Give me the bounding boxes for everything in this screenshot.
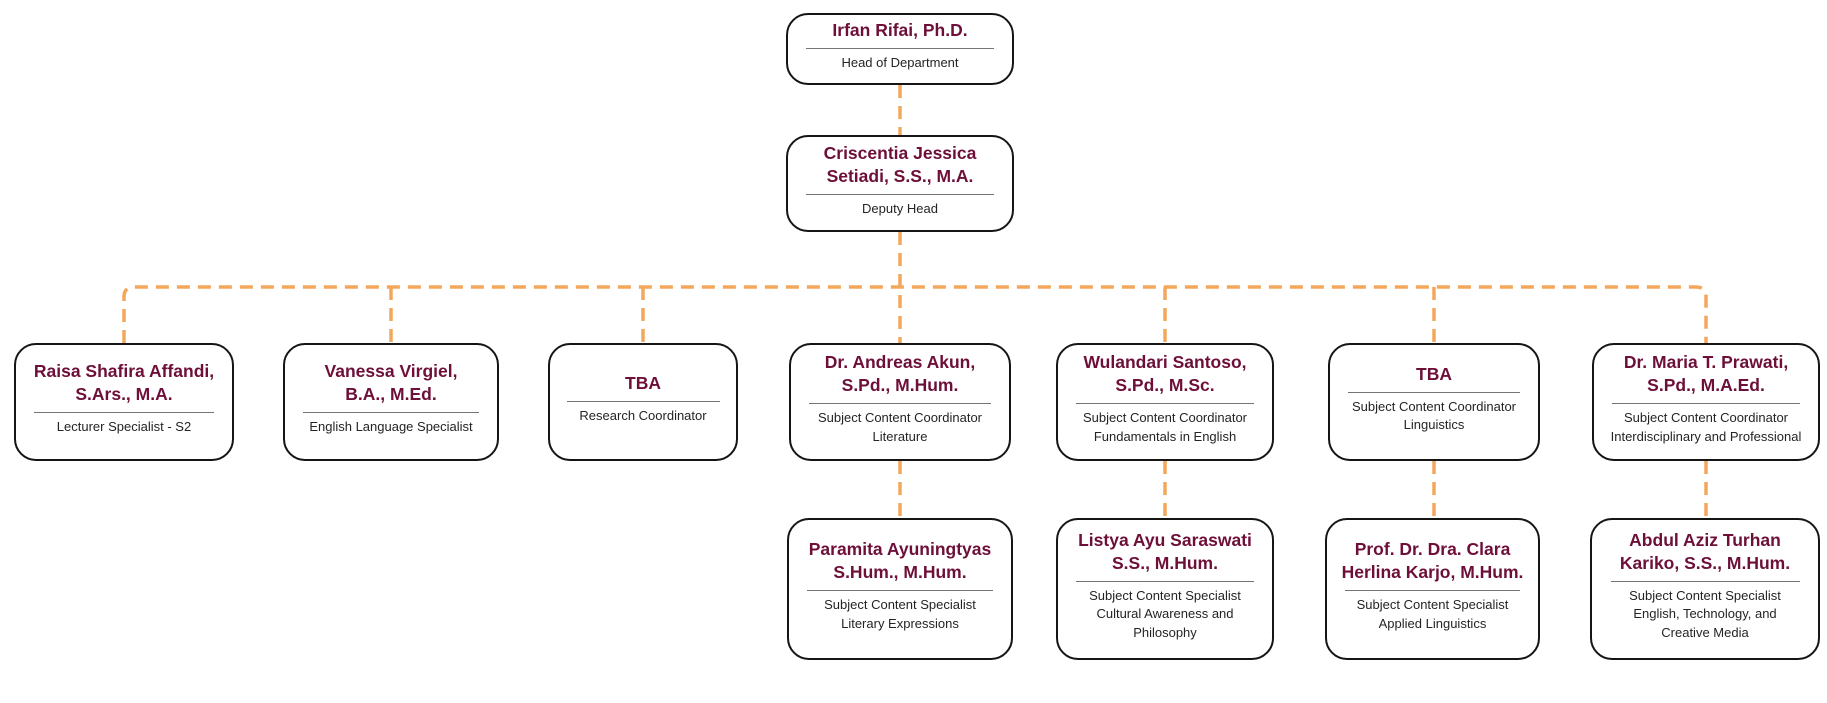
org-node-abdul-aziz-kariko: Abdul Aziz Turhan Kariko, S.S., M.Hum. S… (1590, 518, 1820, 660)
person-role: Subject Content Coordinator Interdiscipl… (1610, 410, 1802, 444)
org-node-maria-prawati: Dr. Maria T. Prawati, S.Pd., M.A.Ed. Sub… (1592, 343, 1820, 461)
divider (1610, 580, 1800, 582)
person-role: Research Coordinator (579, 407, 707, 423)
person-name: Raisa Shafira Affandi, S.Ars., M.A. (33, 361, 215, 405)
org-node-irfan-rifai: Irfan Rifai, Ph.D. Head of Department (786, 13, 1014, 85)
person-name: Prof. Dr. Dra. Clara Herlina Karjo, M.Hu… (1341, 538, 1524, 583)
divider (34, 412, 214, 414)
org-node-clara-herlina-karjo: Prof. Dr. Dra. Clara Herlina Karjo, M.Hu… (1325, 518, 1540, 660)
divider (1612, 403, 1800, 405)
person-name: Dr. Maria T. Prawati, S.Pd., M.A.Ed. (1623, 351, 1789, 396)
person-role: Subject Content Specialist English, Tech… (1629, 587, 1781, 640)
divider (1344, 590, 1521, 592)
person-role: English Language Specialist (309, 419, 473, 435)
person-name: Irfan Rifai, Ph.D. (832, 19, 968, 40)
org-node-wulandari-santoso: Wulandari Santoso, S.Pd., M.Sc. Subject … (1056, 343, 1274, 461)
person-name: TBA (625, 372, 661, 393)
org-node-tba-linguistics: TBA Subject Content Coordinator Linguist… (1328, 343, 1540, 461)
divider (566, 400, 720, 402)
person-role: Head of Department (841, 54, 959, 70)
person-name: Vanessa Virgiel, B.A., M.Ed. (324, 361, 458, 405)
person-role: Subject Content Coordinator Linguistics (1351, 398, 1517, 433)
divider (806, 193, 994, 195)
org-node-andreas-akun: Dr. Andreas Akun, S.Pd., M.Hum. Subject … (789, 343, 1011, 461)
person-name: Paramita Ayuningtyas S.Hum., M.Hum. (808, 538, 992, 583)
org-node-criscentia-setiadi: Criscentia Jessica Setiadi, S.S., M.A. D… (786, 135, 1014, 232)
org-node-paramita-ayuningtyas: Paramita Ayuningtyas S.Hum., M.Hum. Subj… (787, 518, 1013, 660)
person-role: Subject Content Coordinator Literature (817, 410, 983, 444)
divider (1075, 403, 1255, 405)
org-node-listya-saraswati: Listya Ayu Saraswati S.S., M.Hum. Subjec… (1056, 518, 1274, 660)
person-role: Lecturer Specialist - S2 (56, 419, 192, 435)
org-node-raisa-affandi: Raisa Shafira Affandi, S.Ars., M.A. Lect… (14, 343, 234, 461)
divider (806, 47, 994, 49)
person-name: TBA (1416, 363, 1452, 384)
person-role: Subject Content Specialist Cultural Awar… (1089, 587, 1241, 640)
person-role: Deputy Head (862, 200, 938, 216)
person-role: Subject Content Coordinator Fundamentals… (1082, 410, 1248, 444)
divider (1075, 580, 1255, 582)
divider (1347, 391, 1521, 393)
person-name: Dr. Andreas Akun, S.Pd., M.Hum. (824, 351, 976, 396)
connector-horizontal-bus (122, 285, 1708, 343)
divider (302, 412, 480, 414)
org-node-vanessa-virgiel: Vanessa Virgiel, B.A., M.Ed. English Lan… (283, 343, 499, 461)
person-name: Abdul Aziz Turhan Kariko, S.S., M.Hum. (1619, 529, 1791, 573)
divider (809, 403, 991, 405)
person-name: Listya Ayu Saraswati S.S., M.Hum. (1078, 529, 1252, 573)
person-name: Wulandari Santoso, S.Pd., M.Sc. (1083, 351, 1247, 396)
person-role: Subject Content Specialist Applied Lingu… (1356, 597, 1509, 631)
person-role: Subject Content Specialist Literary Expr… (824, 597, 976, 631)
org-node-tba-research-coordinator: TBA Research Coordinator (548, 343, 738, 461)
divider (807, 590, 993, 592)
person-name: Criscentia Jessica Setiadi, S.S., M.A. (823, 142, 977, 186)
